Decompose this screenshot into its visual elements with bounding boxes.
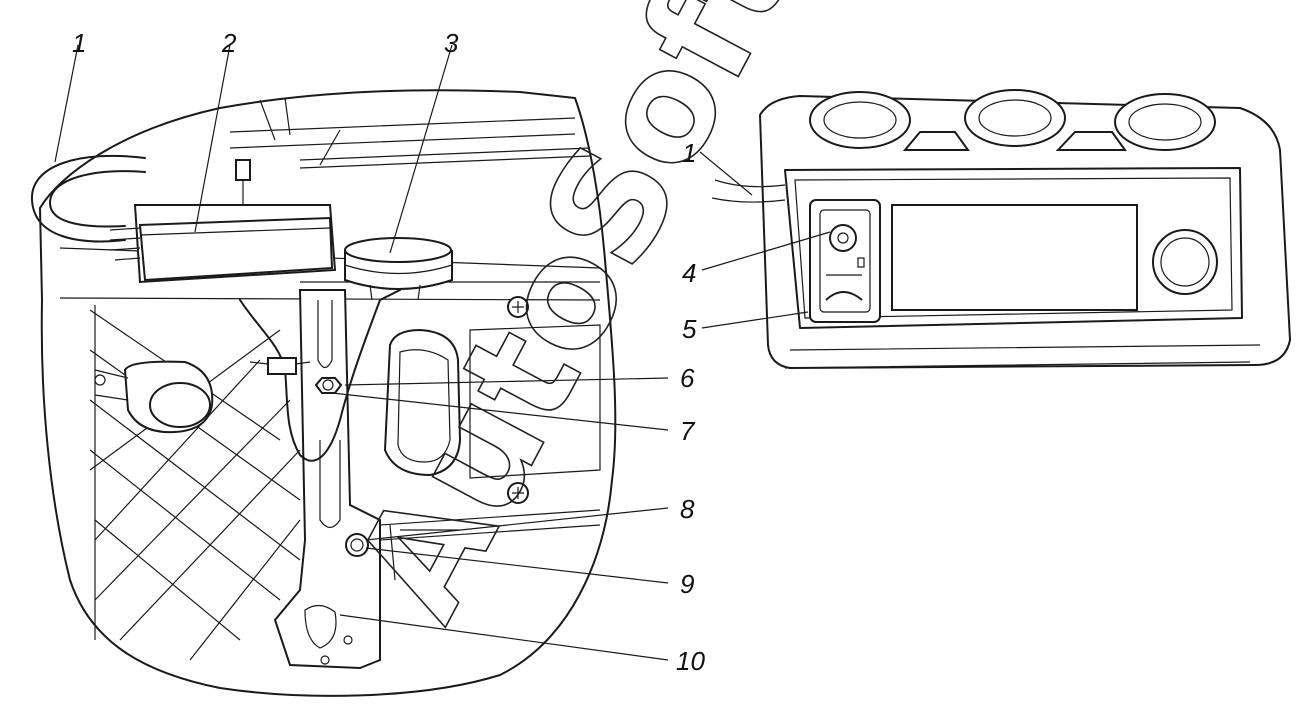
rocker-switch (809, 199, 881, 323)
left-view-outline (39, 89, 617, 697)
rear-panel (469, 324, 601, 479)
control-unit (109, 159, 337, 284)
callout-left-2: 2 (221, 28, 237, 58)
left-view: 1 2 3 6 7 8 9 10 (30, 28, 705, 697)
side-lamp (94, 360, 214, 434)
top-brace (259, 97, 341, 166)
cable-clip (267, 357, 297, 375)
callout-right-1: 1 (682, 138, 696, 168)
wire-harness (239, 289, 401, 462)
callout-left-10: 10 (676, 646, 705, 676)
recessed-panel (784, 167, 1243, 329)
callout-left-9: 9 (680, 569, 694, 599)
oval-opening (384, 329, 461, 476)
left-leader-lines (54, 44, 669, 661)
round-sensor (344, 237, 453, 301)
top-knobs (809, 89, 1216, 151)
right-leader-lines (699, 151, 831, 329)
watermark-text: AutoSoft (323, 0, 827, 645)
nut-6 (314, 377, 343, 394)
callout-left-6: 6 (680, 363, 695, 393)
hose-loop (30, 154, 146, 243)
callout-left-1: 1 (72, 28, 86, 58)
mounting-bracket (273, 289, 381, 670)
hose-stub (711, 179, 786, 203)
right-view: 1 4 5 (682, 89, 1291, 369)
callout-left-7: 7 (680, 416, 696, 446)
nut-9 (345, 533, 369, 557)
round-button (1152, 229, 1218, 295)
callout-left-8: 8 (680, 494, 695, 524)
callout-right-4: 4 (682, 258, 696, 288)
callout-right-5: 5 (682, 314, 697, 344)
top-rail (229, 117, 591, 169)
dashboard-outline (759, 95, 1291, 369)
display-window (891, 204, 1138, 311)
lower-frame (379, 509, 601, 581)
callout-left-3: 3 (444, 28, 459, 58)
